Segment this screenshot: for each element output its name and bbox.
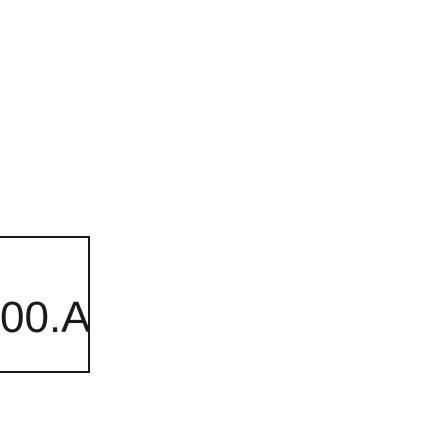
label-frame	[0, 236, 90, 373]
label-code: 00.A	[0, 293, 91, 342]
